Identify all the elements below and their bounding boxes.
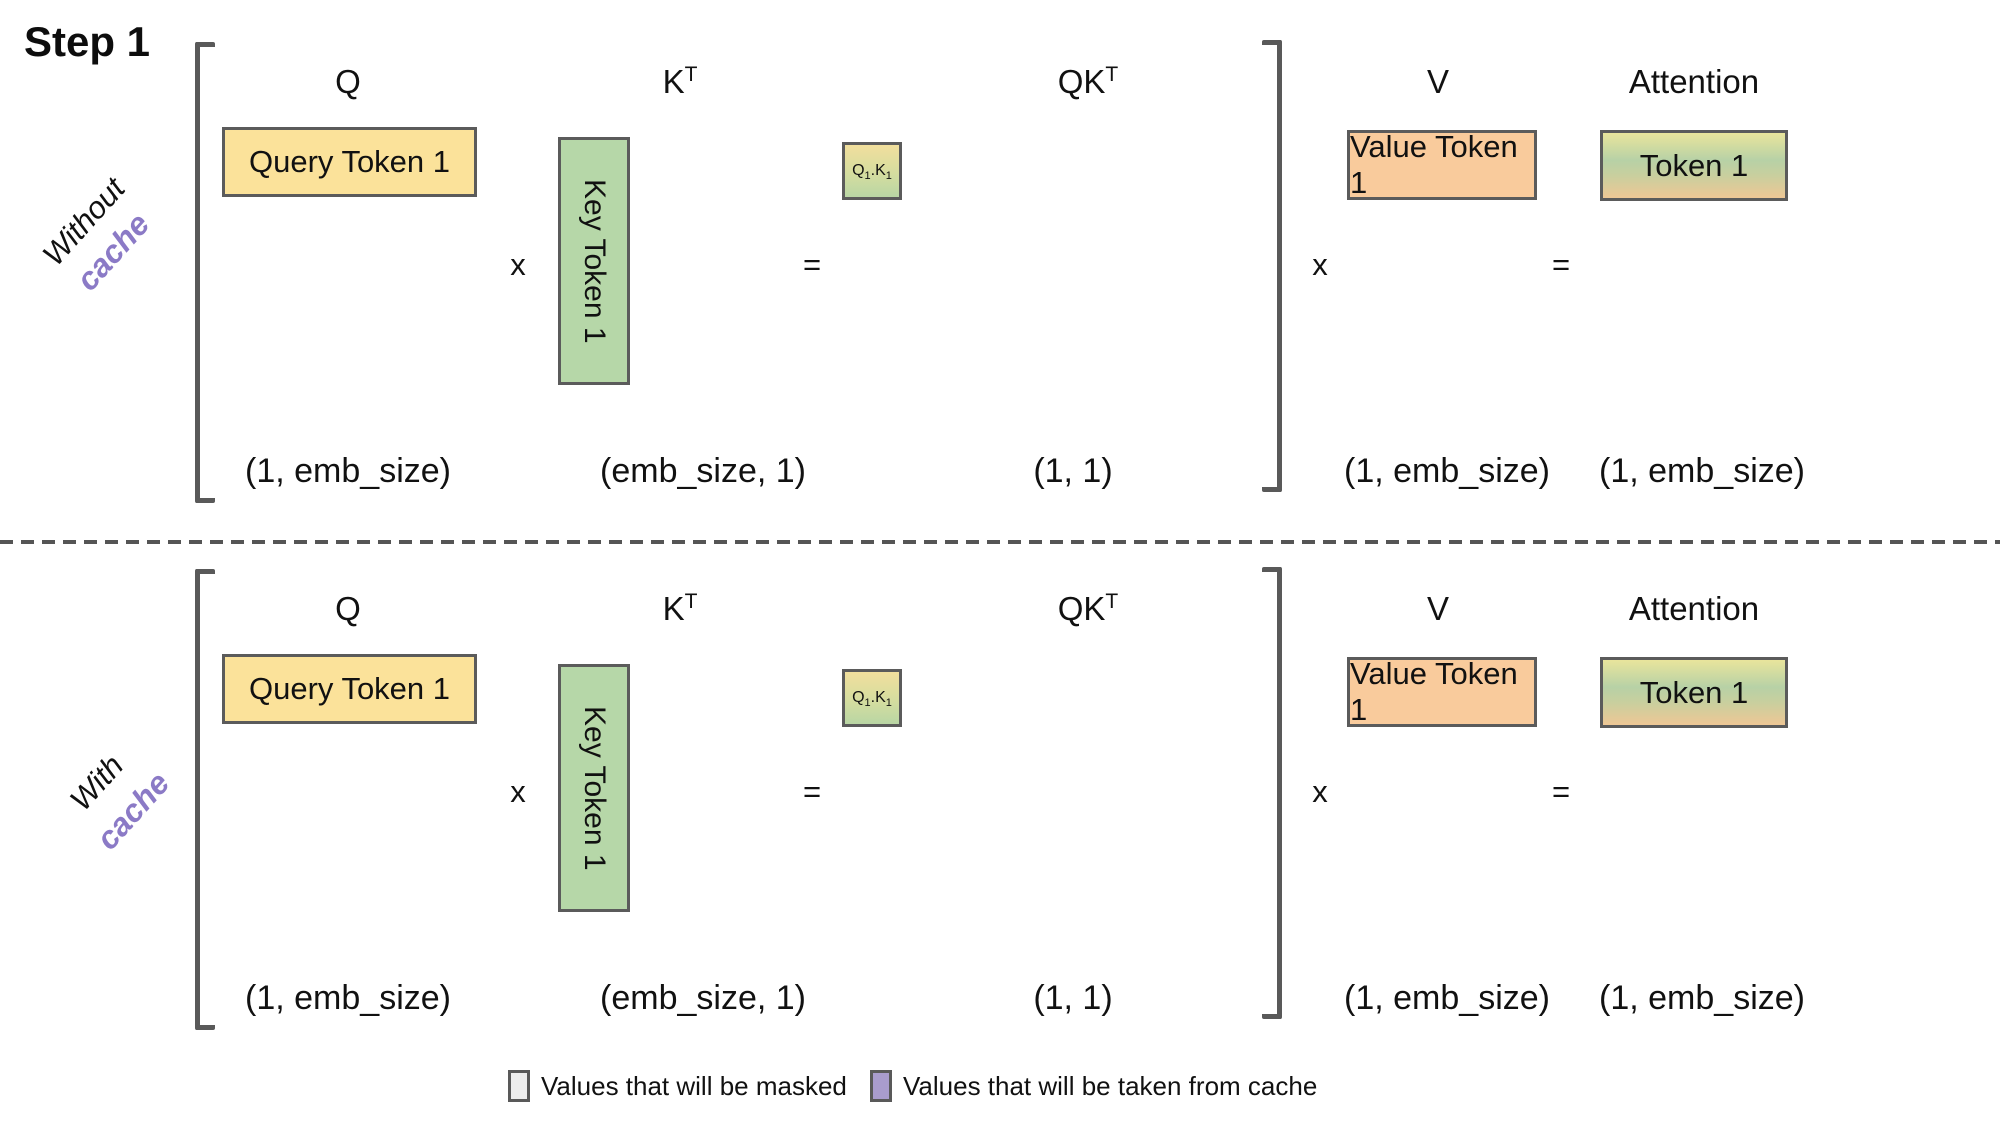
q-dimension: (1, emb_size): [245, 979, 451, 1017]
key-token-box: Key Token 1: [558, 137, 630, 385]
qk-cell-k-sub: 1: [885, 697, 892, 710]
multiply-operator: x: [510, 247, 526, 282]
qk-dimension: (1, 1): [1033, 979, 1113, 1017]
k-base: K: [662, 590, 685, 627]
key-token-label: Key Token 1: [578, 705, 611, 871]
qk-cell-q: Q: [852, 162, 865, 179]
cache-swatch: [870, 1070, 892, 1102]
equals-operator: =: [802, 774, 822, 809]
masked-legend-label: Values that will be masked: [541, 1071, 847, 1101]
v-header: V: [1426, 63, 1449, 100]
row-with-cache: With cache Q KT QKT V Attention Query To…: [0, 527, 2000, 1047]
k-dimension: (emb_size, 1): [600, 979, 806, 1017]
v-header: V: [1426, 590, 1449, 627]
attention-header: Attention: [1628, 63, 1760, 100]
k-base: K: [662, 63, 685, 100]
v-dimension: (1, emb_size): [1344, 452, 1550, 490]
cache-legend-label: Values that will be taken from cache: [903, 1071, 1318, 1101]
attention-token-label: Token 1: [1639, 674, 1749, 710]
q-dimension: (1, emb_size): [245, 452, 451, 490]
qk-cell-sep: .: [870, 689, 876, 706]
right-bracket: [1262, 40, 1282, 492]
multiply-operator: x: [1312, 774, 1328, 809]
qk-product-label: Q1.K1: [852, 162, 892, 183]
step-title: Step 1: [24, 18, 151, 65]
attention-header: Attention: [1628, 590, 1760, 627]
key-token-box: Key Token 1: [558, 664, 630, 912]
query-token-box: Query Token 1: [222, 654, 477, 724]
qk-base: QK: [1057, 63, 1106, 100]
left-bracket: [195, 569, 215, 1030]
qk-sup: T: [1105, 63, 1119, 86]
qk-sup: T: [1105, 590, 1119, 613]
left-bracket: [195, 42, 215, 503]
equals-operator: =: [802, 247, 822, 282]
qk-dimension: (1, 1): [1033, 452, 1113, 490]
attention-token-label: Token 1: [1639, 147, 1749, 183]
k-sup: T: [684, 590, 698, 613]
value-token-label: Value Token 1: [1350, 129, 1518, 200]
attention-dimension: (1, emb_size): [1599, 452, 1805, 490]
v-dimension: (1, emb_size): [1344, 979, 1550, 1017]
qk-product-box: Q1.K1: [842, 669, 902, 727]
qk-cell-q-sub: 1: [864, 170, 871, 183]
value-token-box: Value Token 1: [1347, 656, 1537, 727]
qk-transpose-header: QKT: [1018, 62, 1158, 102]
qk-product-box: Q1.K1: [842, 142, 902, 200]
query-token-label: Query Token 1: [248, 671, 451, 706]
attention-dimension: (1, emb_size): [1599, 979, 1805, 1017]
qk-cell-q: Q: [852, 689, 865, 706]
k-dimension: (emb_size, 1): [600, 452, 806, 490]
value-token-label: Value Token 1: [1350, 656, 1518, 727]
query-token-label: Query Token 1: [248, 144, 451, 179]
query-token-box: Query Token 1: [222, 127, 477, 197]
q-header: Q: [335, 590, 361, 627]
attention-token-box: Token 1: [1600, 657, 1788, 728]
multiply-operator: x: [510, 774, 526, 809]
row-without-cache: Without cache Q KT QKT V Attention Query…: [0, 0, 2000, 520]
dashed-divider: [0, 540, 2000, 544]
value-token-box: Value Token 1: [1347, 129, 1537, 200]
qk-cell-k: K: [875, 689, 886, 706]
qk-base: QK: [1057, 590, 1106, 627]
qk-product-label: Q1.K1: [852, 689, 892, 710]
qk-cell-k-sub: 1: [885, 170, 892, 183]
equals-operator: =: [1551, 247, 1571, 282]
masked-swatch: [508, 1070, 530, 1102]
qk-cell-q-sub: 1: [864, 697, 871, 710]
k-transpose-header: KT: [610, 62, 750, 102]
qk-cell-sep: .: [870, 162, 876, 179]
key-token-label: Key Token 1: [578, 178, 611, 344]
multiply-operator: x: [1312, 247, 1328, 282]
k-transpose-header: KT: [610, 589, 750, 629]
q-header: Q: [335, 63, 361, 100]
qk-transpose-header: QKT: [1018, 589, 1158, 629]
equals-operator: =: [1551, 774, 1571, 809]
k-sup: T: [684, 63, 698, 86]
legend: Values that will be masked Values that w…: [0, 1062, 2000, 1112]
attention-token-box: Token 1: [1600, 130, 1788, 201]
qk-cell-k: K: [875, 162, 886, 179]
right-bracket: [1262, 567, 1282, 1019]
